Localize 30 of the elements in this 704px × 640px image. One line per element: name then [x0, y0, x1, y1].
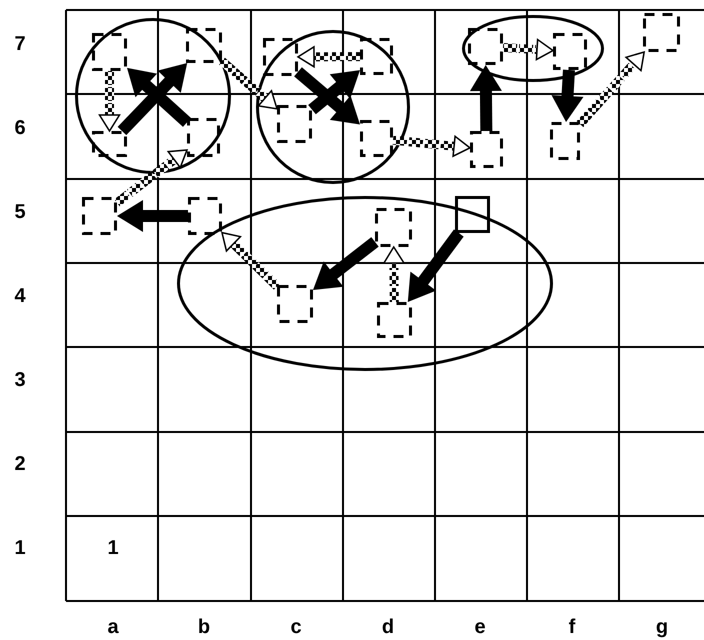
column-label: b [198, 617, 210, 637]
column-label: c [290, 617, 302, 637]
row-label: 2 [14, 454, 26, 474]
row-label: 4 [14, 286, 26, 306]
column-label: a [107, 617, 119, 637]
column-label: g [656, 617, 668, 637]
row-label: 3 [14, 370, 26, 390]
solid-arrow [470, 65, 502, 132]
solid-arrow [308, 70, 360, 114]
checkered-arrow [576, 51, 645, 128]
solid-arrow [118, 63, 188, 136]
row-label: 1 [14, 538, 26, 558]
solid-arrow [117, 200, 188, 232]
solid-arrow [408, 229, 464, 302]
checkered-arrow [383, 246, 405, 302]
solid-arrow [294, 67, 360, 124]
checkered-arrow [297, 46, 360, 68]
checkered-arrow [221, 232, 280, 290]
column-label: f [568, 617, 576, 637]
solid-arrow [127, 68, 192, 127]
checkered-arrow [114, 149, 188, 206]
column-label: e [474, 617, 486, 637]
column-label: d [382, 617, 394, 637]
cell-number: 1 [107, 538, 119, 558]
checkered-arrow [98, 71, 120, 132]
checkered-arrow [392, 136, 471, 157]
row-label: 6 [14, 118, 26, 138]
solid-arrow [313, 237, 379, 290]
row-label: 5 [14, 202, 26, 222]
row-label: 7 [14, 34, 26, 54]
